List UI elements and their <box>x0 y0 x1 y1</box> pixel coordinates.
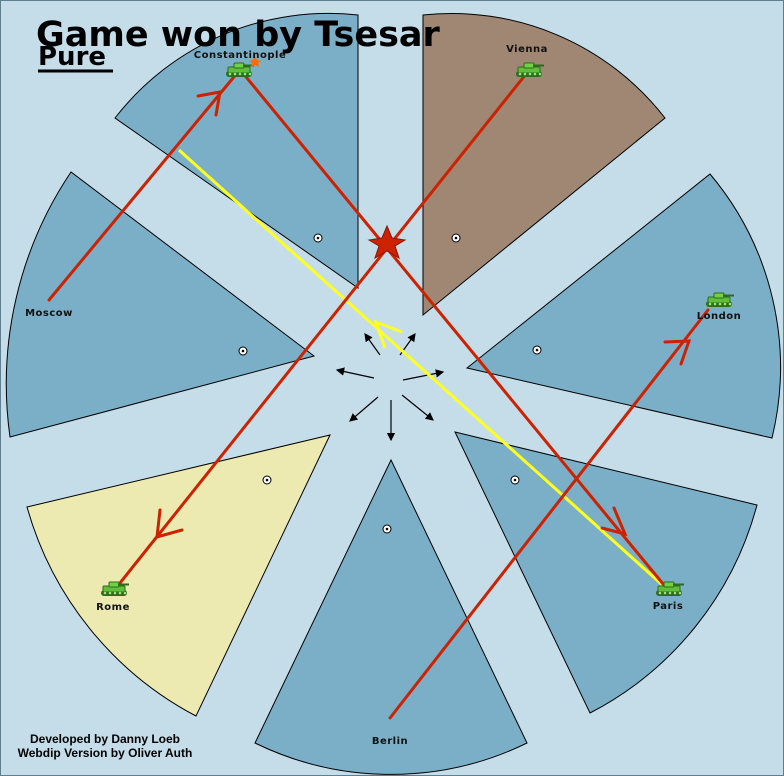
city-label-vienna: Vienna <box>506 44 548 55</box>
territory-constantinople[interactable] <box>114 12 359 289</box>
territory-rome[interactable] <box>26 434 331 717</box>
move-order-vienna-rome <box>114 72 528 590</box>
territory-london[interactable] <box>465 173 781 439</box>
units <box>100 56 735 597</box>
dislodged-star-icon <box>249 56 261 67</box>
game-title: Game won by Tsesar <box>36 15 441 55</box>
city-label-berlin: Berlin <box>372 736 408 747</box>
city-label-constantinople: Constantinople <box>194 50 287 61</box>
territory-vienna[interactable] <box>422 12 666 317</box>
bounce-star-icon <box>367 224 407 260</box>
city-label-moscow: Moscow <box>25 308 73 319</box>
credit-webdip: Webdip Version by Oliver Auth <box>18 746 193 760</box>
move-order-moscow-constantinople <box>47 70 240 302</box>
move-order-berlin-london <box>388 308 710 720</box>
variant-name: Pure <box>38 42 106 72</box>
territory-paris[interactable] <box>454 431 758 714</box>
territory-moscow[interactable] <box>5 171 316 438</box>
credit-developer: Developed by Danny Loeb <box>30 732 180 746</box>
support-order-paris-constantinople <box>177 148 670 592</box>
city-label-paris: Paris <box>653 601 684 612</box>
territory-berlin[interactable] <box>254 458 528 775</box>
move-orders <box>47 70 710 720</box>
supply-center-markers <box>238 233 542 534</box>
city-label-rome: Rome <box>96 602 130 613</box>
city-label-london: London <box>697 311 742 322</box>
move-order-constantinople-paris <box>240 70 670 592</box>
